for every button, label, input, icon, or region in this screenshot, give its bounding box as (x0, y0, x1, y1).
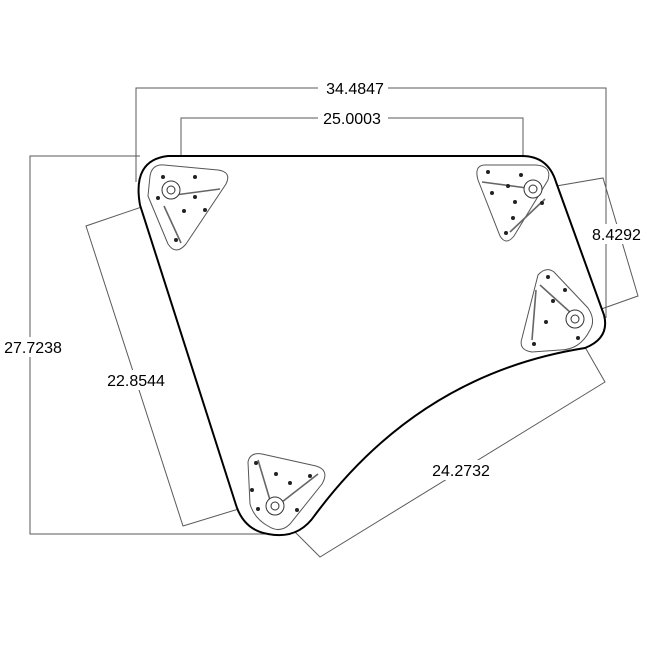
bracket-slot (481, 181, 528, 189)
bracket-slot (509, 198, 546, 233)
mount-hole-inner (528, 184, 538, 194)
mount-hole-inner (166, 185, 176, 195)
screw-hole (544, 320, 548, 324)
mount-bracket-top-right (476, 164, 550, 242)
mount-bracket-top-left (147, 164, 229, 251)
bracket-slot (163, 205, 182, 244)
screw-hole (156, 196, 160, 200)
screw-hole (161, 175, 165, 179)
screw-hole (486, 170, 490, 174)
screw-hole (519, 173, 523, 177)
screw-hole (576, 336, 580, 340)
bracket-slot (257, 459, 271, 501)
overall-width-label: 34.4847 (326, 81, 384, 98)
screw-hole (256, 507, 260, 511)
screw-hole (254, 461, 258, 465)
screw-hole (295, 508, 299, 512)
screw-hole (250, 488, 254, 492)
screw-hole (506, 184, 510, 188)
screw-hole (182, 209, 186, 213)
screw-hole (513, 200, 517, 204)
screw-hole (511, 216, 515, 220)
bracket-slot (281, 473, 319, 503)
mount-bracket-right (520, 269, 594, 353)
screw-hole (490, 191, 494, 195)
screw-hole (288, 481, 292, 485)
mount-hole-inner (270, 501, 280, 511)
dimension-labels: 34.4847 25.0003 27.7238 22.8544 8.4292 2… (0, 78, 650, 480)
screw-hole (274, 472, 278, 476)
screw-hole (174, 238, 178, 242)
screw-hole (532, 342, 536, 346)
screw-hole (308, 474, 312, 478)
screw-hole (551, 299, 555, 303)
screw-hole (540, 201, 544, 205)
screw-hole (563, 288, 567, 292)
mount-spacing-label: 25.0003 (323, 111, 381, 128)
screw-hole (546, 275, 550, 279)
screw-hole (203, 208, 207, 212)
left-edge-label: 22.8544 (107, 373, 165, 390)
bracket-slot (531, 289, 537, 341)
screw-hole (504, 231, 508, 235)
overall-height-label: 27.7238 (4, 340, 62, 357)
mount-hole-inner (570, 314, 580, 324)
screw-hole (193, 195, 197, 199)
curved-edge-label: 24.2732 (432, 463, 490, 480)
bracket-slot (174, 188, 221, 196)
screw-hole (193, 175, 197, 179)
bracket-plate (520, 269, 594, 353)
right-offset-label: 8.4292 (592, 227, 641, 244)
bracket-slot (539, 284, 572, 314)
plate-outline (137, 155, 607, 537)
mount-bracket-bottom (247, 453, 326, 530)
